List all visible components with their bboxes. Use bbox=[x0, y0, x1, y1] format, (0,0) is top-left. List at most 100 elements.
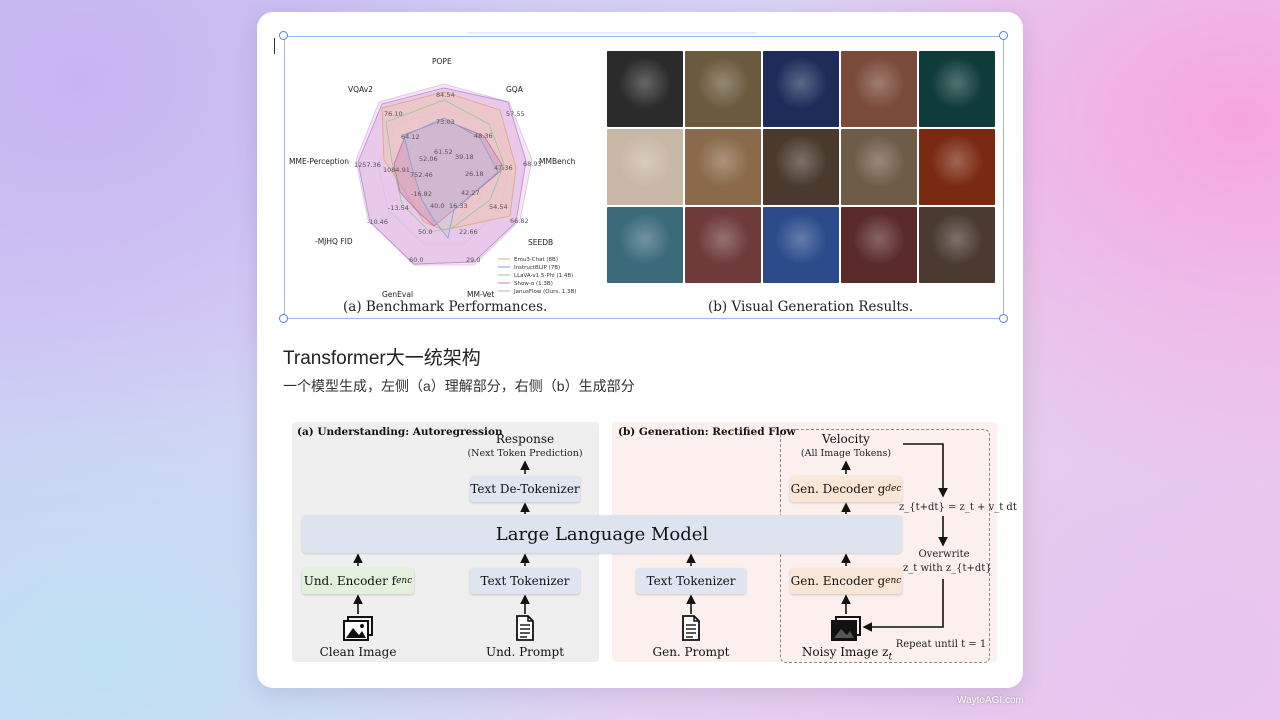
und-prompt-label: Und. Prompt bbox=[485, 645, 565, 659]
generated-image-tile bbox=[841, 51, 917, 127]
generated-image-tile bbox=[607, 51, 683, 127]
image-stack-icon bbox=[343, 616, 373, 641]
document-icon bbox=[682, 615, 700, 641]
radar-web bbox=[355, 83, 533, 266]
noisy-image-icon bbox=[831, 616, 861, 641]
svg-text:-10.46: -10.46 bbox=[367, 218, 388, 226]
overwrite-equation: z_t with z_{t+dt} bbox=[903, 563, 992, 574]
response-sublabel: (Next Token Prediction) bbox=[467, 448, 583, 459]
update-equation: z_{t+dt} = z_t + v_t dt bbox=[899, 502, 1017, 513]
generated-image-tile bbox=[685, 51, 761, 127]
svg-text:47.36: 47.36 bbox=[494, 164, 513, 172]
svg-text:57.55: 57.55 bbox=[506, 110, 525, 118]
generation-panel-title: (b) Generation: Rectified Flow bbox=[618, 426, 796, 438]
series-janusflow bbox=[357, 87, 527, 265]
svg-text:66.82: 66.82 bbox=[510, 217, 529, 225]
resize-handle-top-right[interactable] bbox=[999, 31, 1008, 40]
svg-text:29.0: 29.0 bbox=[466, 256, 480, 264]
generation-results-grid bbox=[607, 51, 999, 287]
svg-text:50.0: 50.0 bbox=[418, 228, 432, 236]
radar-value-labels: 84.54 73.03 64.12 61.52 52.06 1084.91 75… bbox=[354, 91, 542, 264]
svg-text:73.03: 73.03 bbox=[436, 118, 455, 126]
generated-image-tile bbox=[841, 207, 917, 283]
text-caret bbox=[274, 38, 275, 54]
gen-prompt-label: Gen. Prompt bbox=[652, 645, 730, 659]
svg-text:54.54: 54.54 bbox=[489, 203, 508, 211]
caption-visual-generation: (b) Visual Generation Results. bbox=[708, 299, 914, 315]
drag-bar bbox=[467, 32, 757, 34]
svg-text:64.12: 64.12 bbox=[401, 133, 420, 141]
radar-legend: Emu3-Chat (8B) InstructBLIP (7B) LLaVA-v… bbox=[498, 257, 576, 295]
generated-image-tile bbox=[763, 129, 839, 205]
svg-text:22.66: 22.66 bbox=[459, 228, 478, 236]
svg-text:-16.82: -16.82 bbox=[411, 190, 432, 198]
generated-image-tile bbox=[607, 207, 683, 283]
svg-text:60.0: 60.0 bbox=[409, 256, 423, 264]
caption-benchmark: (a) Benchmark Performances. bbox=[343, 299, 548, 315]
series-llava bbox=[385, 99, 505, 233]
large-language-model-box: Large Language Model bbox=[302, 515, 902, 553]
generated-image-tile bbox=[919, 51, 995, 127]
understanding-panel-title: (a) Understanding: Autoregression bbox=[297, 426, 503, 438]
svg-text:39.18: 39.18 bbox=[455, 153, 474, 161]
svg-text:Show-o (1.3B): Show-o (1.3B) bbox=[514, 281, 553, 287]
svg-text:Emu3-Chat (8B): Emu3-Chat (8B) bbox=[514, 257, 558, 263]
svg-text:752.46: 752.46 bbox=[410, 171, 433, 179]
clean-image-label: Clean Image bbox=[319, 645, 397, 659]
svg-text:48.36: 48.36 bbox=[474, 132, 493, 140]
svg-text:26.18: 26.18 bbox=[465, 170, 484, 178]
svg-text:1257.36: 1257.36 bbox=[354, 161, 381, 169]
generated-image-tile bbox=[841, 129, 917, 205]
section-heading: Transformer大一统架构 bbox=[283, 348, 481, 369]
generated-image-tile bbox=[607, 129, 683, 205]
svg-text:1084.91: 1084.91 bbox=[383, 166, 410, 174]
svg-text:76.10: 76.10 bbox=[384, 110, 403, 118]
axis-label-seedb: SEEDB bbox=[528, 238, 553, 247]
noisy-image-label: Noisy Image zt bbox=[801, 645, 893, 663]
svg-text:68.93: 68.93 bbox=[523, 160, 542, 168]
axis-label-mmbench: MMBench bbox=[539, 157, 576, 166]
generated-image-tile bbox=[763, 51, 839, 127]
text-tokenizer-a-box: Text Tokenizer bbox=[470, 568, 580, 594]
radar-axis-labels: POPE GQA MMBench SEEDB MM-Vet GenEval -M… bbox=[289, 57, 576, 299]
axis-label-vqav2: VQAv2 bbox=[348, 85, 373, 94]
resize-handle-bottom-right[interactable] bbox=[999, 314, 1008, 323]
repeat-label: Repeat until t = 1 bbox=[895, 639, 987, 650]
svg-text:84.54: 84.54 bbox=[436, 91, 455, 99]
image-selection-frame[interactable] bbox=[284, 36, 1004, 319]
section-description: 一个模型生成，左侧（a）理解部分，右侧（b）生成部分 bbox=[283, 378, 635, 394]
axis-label-mjhq-fid: -MJHQ FID bbox=[315, 237, 353, 246]
velocity-label: Velocity bbox=[822, 432, 870, 446]
response-label: Response bbox=[495, 432, 555, 446]
generated-image-tile bbox=[685, 129, 761, 205]
axis-label-geneval: GenEval bbox=[382, 290, 413, 299]
resize-handle-top-left[interactable] bbox=[279, 31, 288, 40]
velocity-sublabel: (All Image Tokens) bbox=[800, 448, 892, 459]
resize-handle-bottom-left[interactable] bbox=[279, 314, 288, 323]
watermark: WaytoAGI.com bbox=[957, 695, 1024, 706]
document-card: POPE GQA MMBench SEEDB MM-Vet GenEval -M… bbox=[257, 12, 1023, 688]
svg-text:-13.54: -13.54 bbox=[388, 204, 409, 212]
svg-text:40.0: 40.0 bbox=[430, 202, 444, 210]
axis-label-mme-perception: MME-Perception bbox=[289, 157, 349, 166]
axis-label-gqa: GQA bbox=[506, 85, 524, 94]
svg-text:LLaVA-v1.5-Phi (1.4B): LLaVA-v1.5-Phi (1.4B) bbox=[514, 273, 573, 279]
axis-label-mm-vet: MM-Vet bbox=[467, 290, 494, 299]
svg-text:JanusFlow (Ours, 1.3B): JanusFlow (Ours, 1.3B) bbox=[513, 289, 576, 295]
axis-label-pope: POPE bbox=[432, 57, 452, 66]
benchmark-radar-chart: POPE GQA MMBench SEEDB MM-Vet GenEval -M… bbox=[289, 57, 576, 299]
document-icon bbox=[516, 615, 534, 641]
generated-image-tile bbox=[763, 207, 839, 283]
svg-text:52.06: 52.06 bbox=[419, 155, 438, 163]
svg-text:16.33: 16.33 bbox=[449, 202, 468, 210]
generated-image-tile bbox=[919, 207, 995, 283]
text-tokenizer-b-box: Text Tokenizer bbox=[636, 568, 746, 594]
overwrite-label: Overwrite bbox=[918, 549, 970, 560]
text-detokenizer-box: Text De-Tokenizer bbox=[470, 476, 580, 502]
svg-text:61.52: 61.52 bbox=[434, 148, 453, 156]
svg-text:42.27: 42.27 bbox=[461, 189, 480, 197]
generated-image-tile bbox=[685, 207, 761, 283]
